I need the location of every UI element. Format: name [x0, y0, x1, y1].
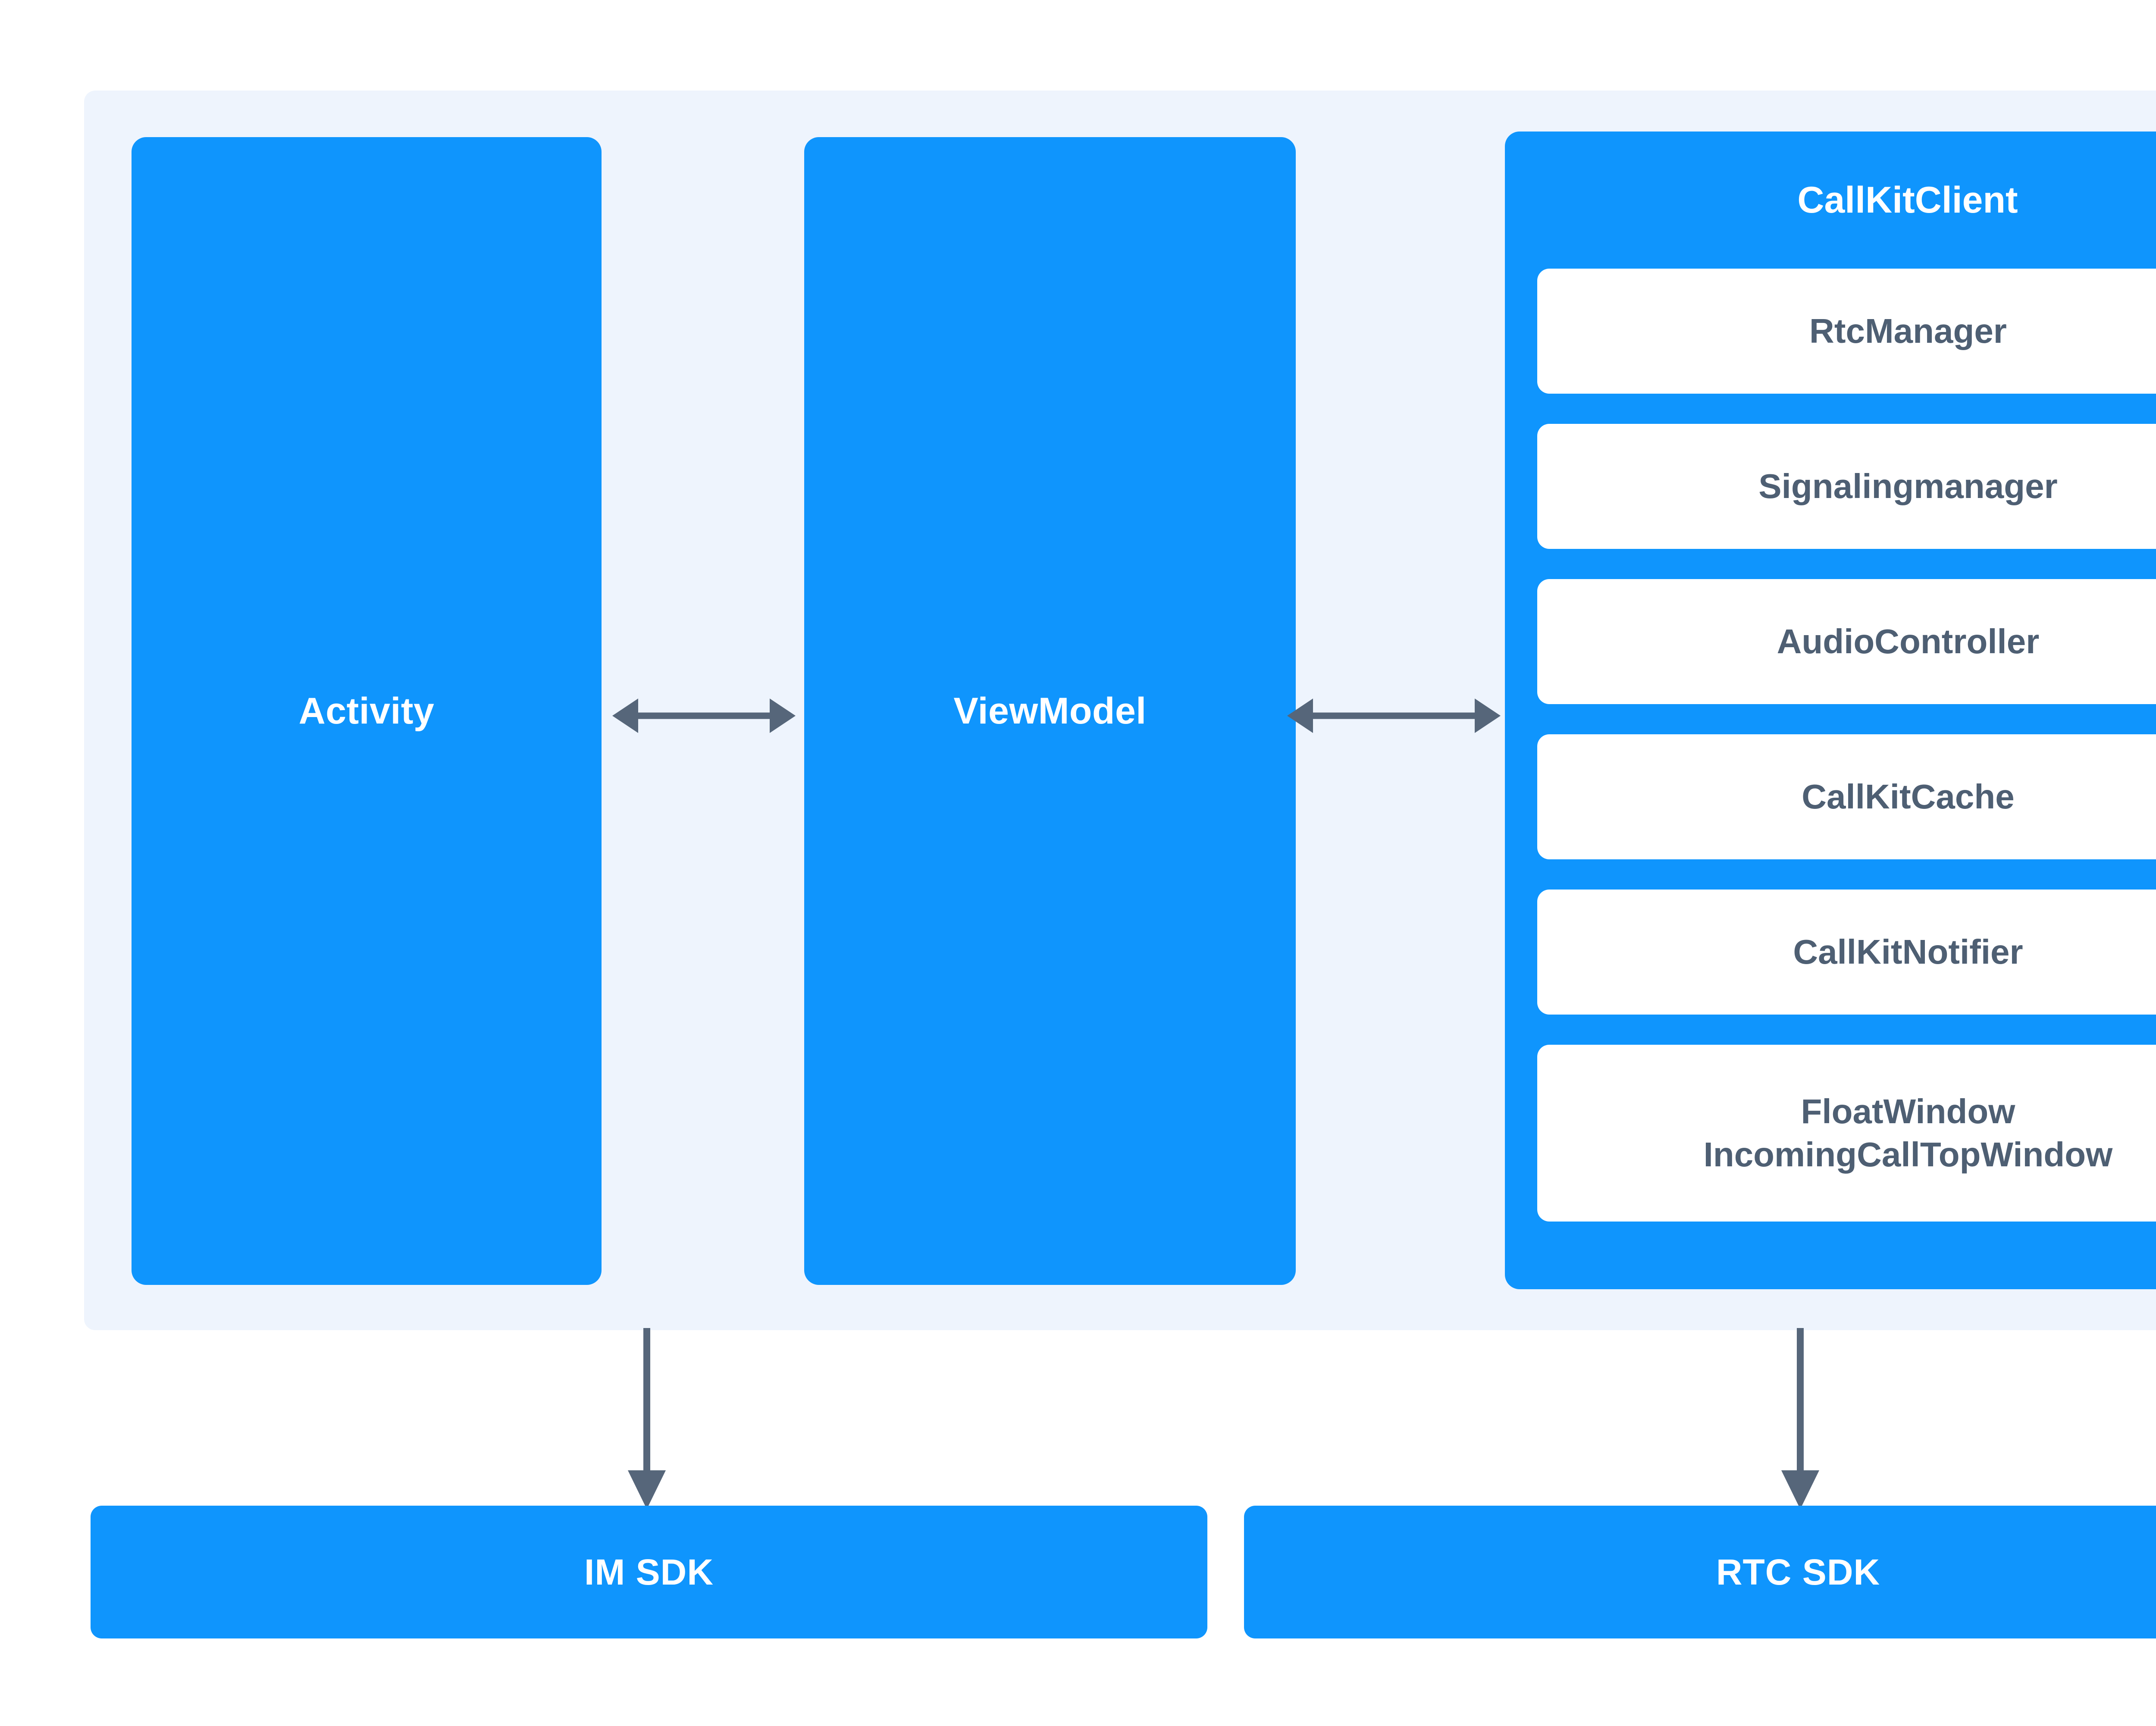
callkitclient-title: CallKitClient: [1797, 179, 2018, 221]
component-label: CallKitCache: [1802, 777, 2015, 816]
arrow-down-icon-im-sdk: [628, 1328, 666, 1509]
double-arrow-icon-viewmodel-callkitclient: [1287, 699, 1501, 733]
component-card-audiocontroller[interactable]: AudioController: [1537, 579, 2156, 704]
im-sdk-label: IM SDK: [584, 1551, 714, 1592]
component-card-windows[interactable]: FloatWindow IncomingCallTopWindow: [1537, 1045, 2156, 1222]
rtc-sdk-box[interactable]: RTC SDK: [1244, 1506, 2156, 1638]
component-label: FloatWindow IncomingCallTopWindow: [1703, 1092, 2113, 1174]
activity-label: Activity: [298, 690, 435, 732]
activity-box[interactable]: Activity: [132, 137, 602, 1285]
component-card-signalingmanager[interactable]: Signalingmanager: [1537, 424, 2156, 549]
im-sdk-box[interactable]: IM SDK: [91, 1506, 1207, 1638]
viewmodel-box[interactable]: ViewModel: [804, 137, 1296, 1285]
arrow-down-icon-rtc-sdk: [1781, 1328, 1819, 1509]
component-label: RtcManager: [1809, 312, 2007, 350]
rtc-sdk-label: RTC SDK: [1716, 1551, 1880, 1592]
viewmodel-label: ViewModel: [953, 690, 1147, 732]
component-label: Signalingmanager: [1758, 467, 2058, 505]
component-card-callkitnotifier[interactable]: CallKitNotifier: [1537, 890, 2156, 1015]
component-card-callkitcache[interactable]: CallKitCache: [1537, 734, 2156, 859]
component-label: AudioController: [1777, 622, 2040, 661]
component-card-rtcmanager[interactable]: RtcManager: [1537, 269, 2156, 394]
double-arrow-icon-activity-viewmodel: [612, 699, 796, 733]
callkitclient-component-list: RtcManager Signalingmanager AudioControl…: [1537, 269, 2156, 1222]
callkitclient-box[interactable]: CallKitClient RtcManager Signalingmanage…: [1505, 132, 2156, 1289]
component-label: CallKitNotifier: [1793, 933, 2023, 971]
